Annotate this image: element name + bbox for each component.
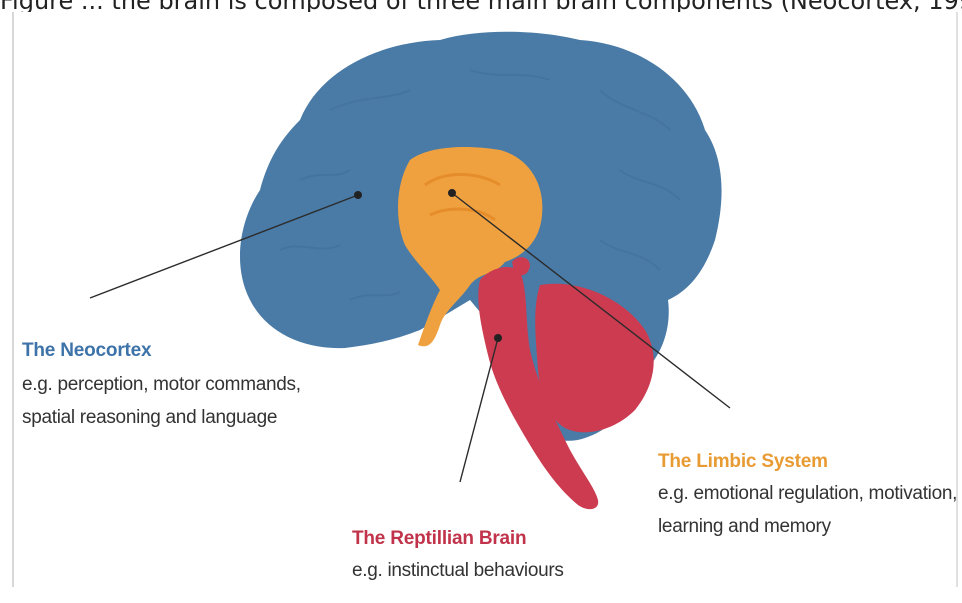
neocortex-label: The Neocortex e.g. perception, motor com…	[22, 340, 301, 434]
limbic-title: The Limbic System	[658, 451, 957, 473]
limbic-desc-line1: e.g. emotional regulation, motivation,	[658, 477, 957, 510]
reptilian-label: The Reptillian Brain e.g. instinctual be…	[352, 528, 564, 587]
reptilian-pointer-line	[460, 338, 498, 482]
limbic-dot	[448, 189, 456, 197]
neocortex-title: The Neocortex	[22, 340, 301, 362]
neocortex-desc-line1: e.g. perception, motor commands,	[22, 368, 301, 401]
reptilian-desc-line1: e.g. instinctual behaviours	[352, 554, 564, 587]
reptilian-dot	[494, 334, 502, 342]
limbic-label: The Limbic System e.g. emotional regulat…	[658, 451, 957, 543]
reptilian-title: The Reptillian Brain	[352, 528, 564, 550]
limbic-desc-line2: learning and memory	[658, 510, 957, 543]
neocortex-desc-line2: spatial reasoning and language	[22, 401, 301, 434]
neocortex-dot	[354, 191, 362, 199]
